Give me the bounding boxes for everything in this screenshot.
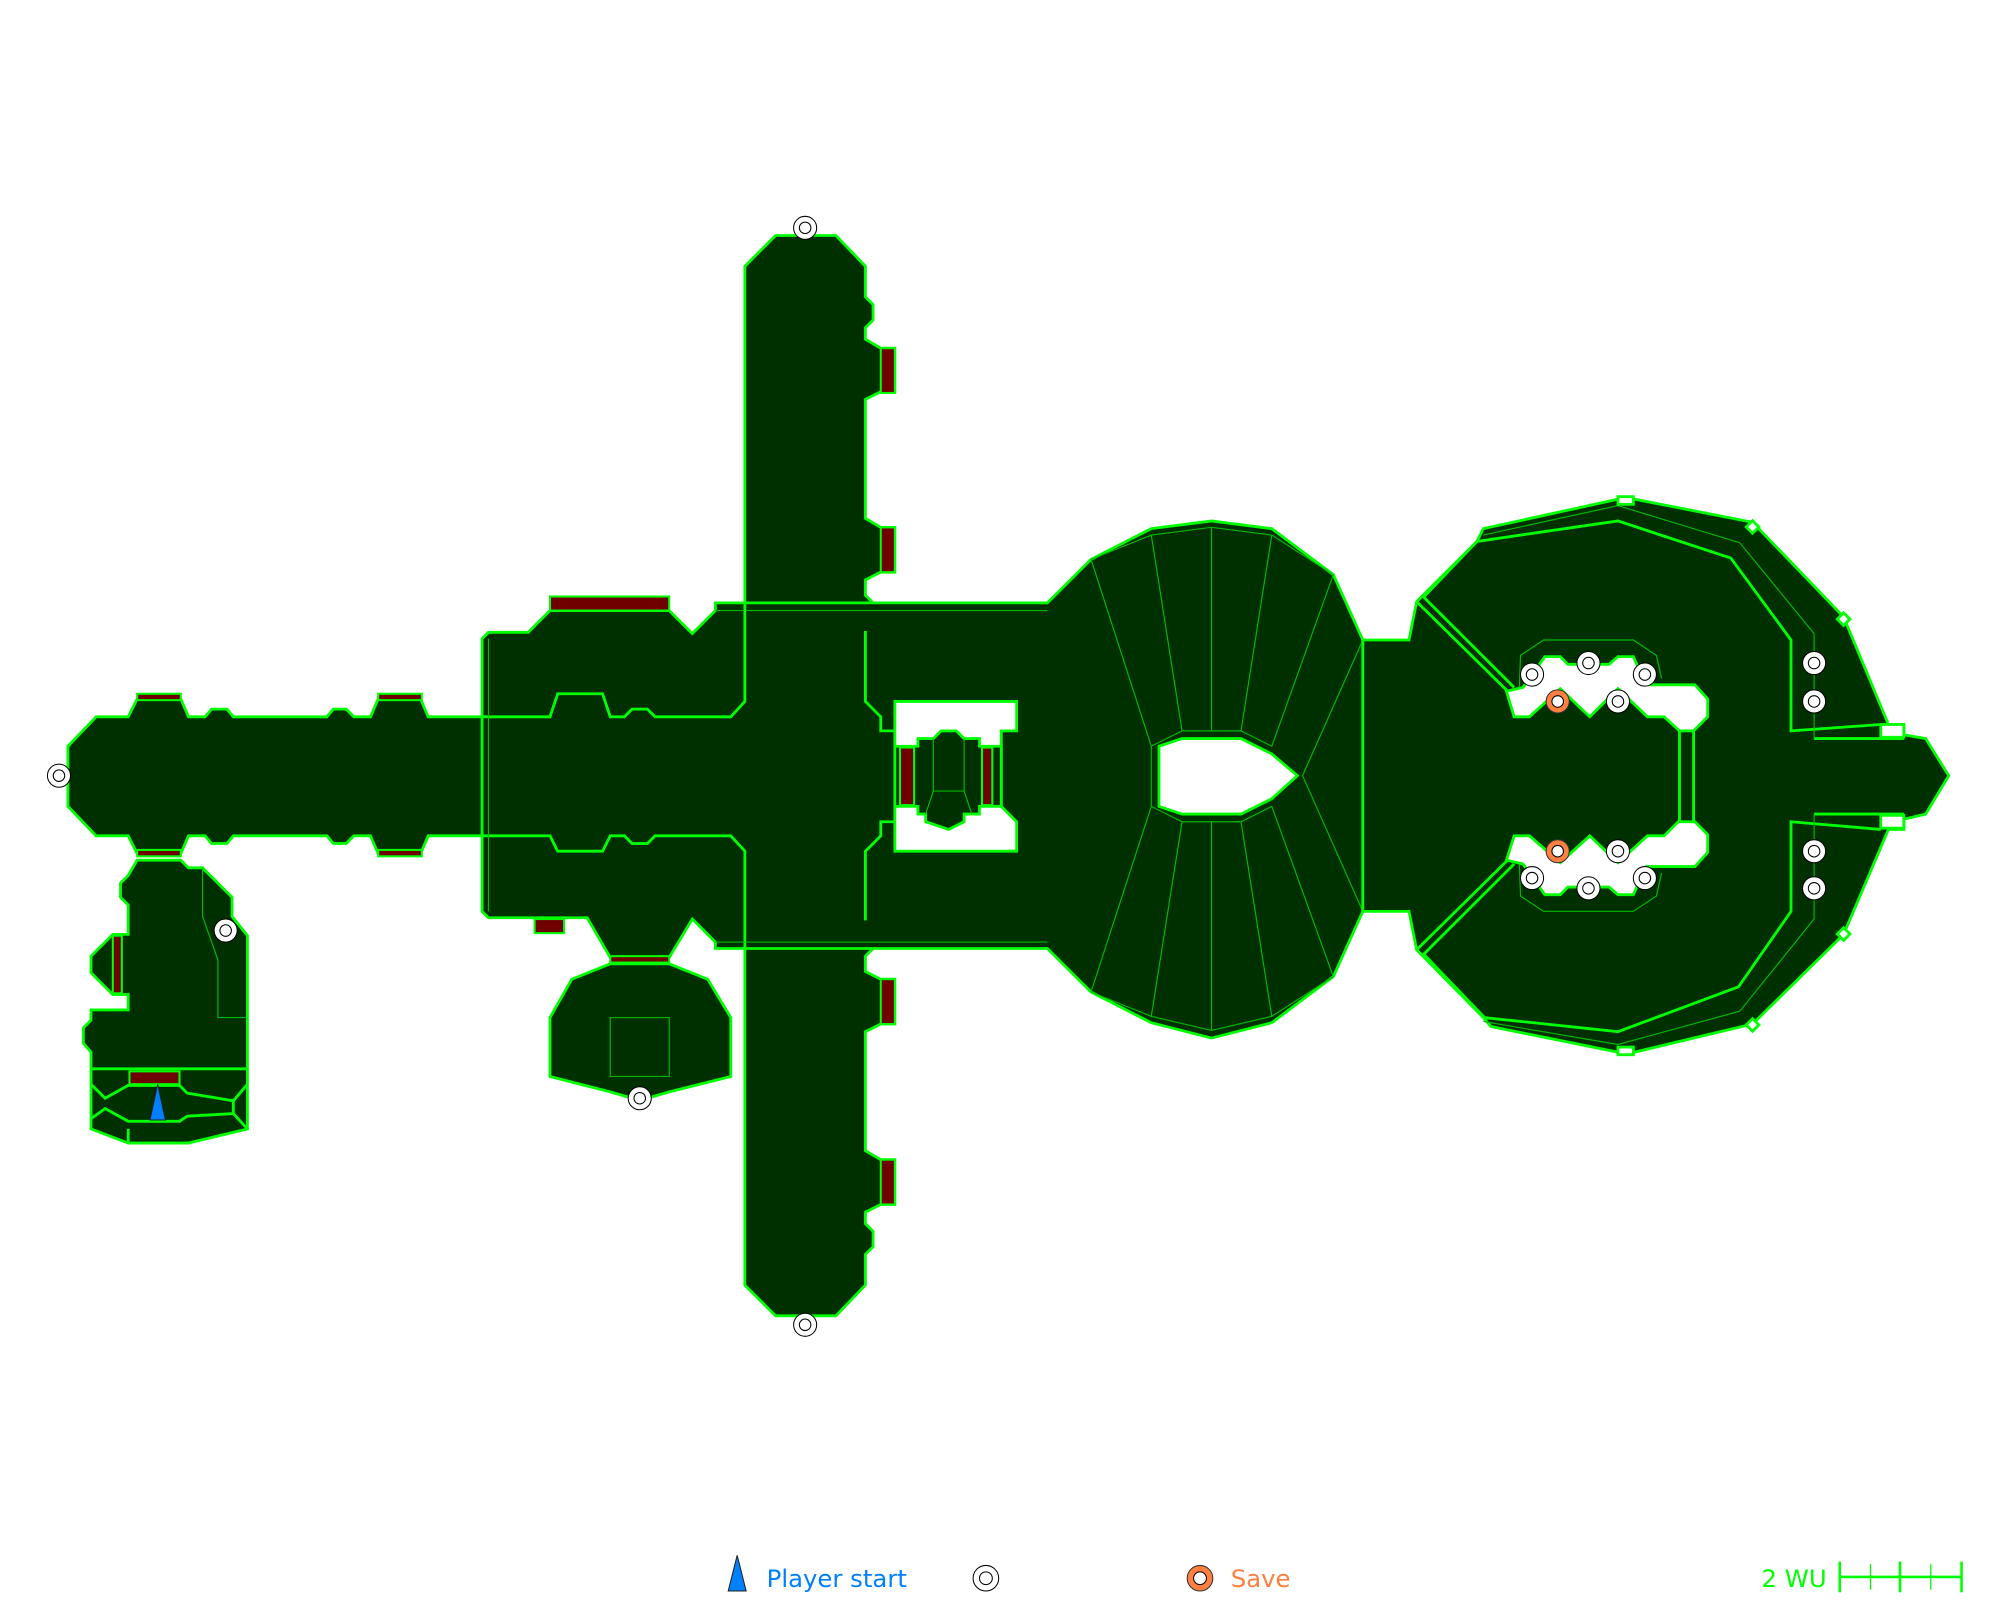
ring-icon[interactable] xyxy=(213,918,238,943)
east-south-pit xyxy=(1504,819,1710,897)
ring-icon[interactable] xyxy=(1802,651,1827,676)
southwest-room xyxy=(81,858,249,1145)
door[interactable] xyxy=(533,918,566,935)
scale-label: 2 WU xyxy=(1762,1564,1827,1593)
shrine-detail xyxy=(963,790,973,815)
ring-icon[interactable] xyxy=(793,1312,818,1337)
door[interactable] xyxy=(377,848,423,858)
save-point-icon[interactable] xyxy=(1545,689,1570,714)
legend-save: Save xyxy=(1231,1564,1291,1593)
ring-legend-icon xyxy=(972,1564,1000,1592)
central-pit xyxy=(1157,737,1300,816)
ring-icon[interactable] xyxy=(1802,839,1827,864)
door[interactable] xyxy=(879,526,896,574)
hall-inner-wall xyxy=(482,834,747,949)
save-markers xyxy=(1545,689,1570,864)
save-legend-icon xyxy=(1186,1564,1214,1592)
east-inner-wall xyxy=(1422,519,1881,733)
east-bridge xyxy=(1678,729,1696,824)
door[interactable] xyxy=(377,692,423,702)
door[interactable] xyxy=(879,978,896,1026)
south-room xyxy=(548,962,733,1100)
hall-inner-wall xyxy=(482,602,747,719)
doors xyxy=(111,347,994,1206)
shrine-detail xyxy=(925,790,934,815)
south-room-platform xyxy=(609,1017,670,1078)
east-inner-wall xyxy=(1422,820,1881,1034)
hall-inner-wall xyxy=(863,820,895,921)
ring-icon[interactable] xyxy=(793,215,818,240)
east-north-pit xyxy=(1504,655,1710,733)
east-wall-notches xyxy=(1616,495,1906,1057)
legend-player-start: Player start xyxy=(767,1564,907,1593)
center-shrine xyxy=(893,729,1003,831)
ring-icon[interactable] xyxy=(627,1086,652,1111)
legend: Player start Save 2 WU xyxy=(727,1555,1963,1593)
door[interactable] xyxy=(136,848,182,858)
ring-icon[interactable] xyxy=(1632,866,1657,891)
west-corridor xyxy=(66,697,489,856)
ring-icon[interactable] xyxy=(1576,876,1601,901)
east-ramp xyxy=(1422,595,1516,689)
door[interactable] xyxy=(879,1158,896,1206)
sw-room-detail xyxy=(201,867,248,1019)
door[interactable] xyxy=(548,595,671,612)
player-start-icon xyxy=(149,1084,167,1121)
ring-icon[interactable] xyxy=(1802,689,1827,714)
ring-icon[interactable] xyxy=(1520,662,1545,687)
door[interactable] xyxy=(136,692,182,702)
east-ramp xyxy=(1422,863,1516,956)
door[interactable] xyxy=(879,347,896,394)
dome-fan-lines xyxy=(1090,526,1364,1031)
player-start-legend-icon xyxy=(727,1555,747,1592)
door[interactable] xyxy=(609,955,671,964)
ring-icon[interactable] xyxy=(1576,651,1601,676)
ring-icon[interactable] xyxy=(1605,689,1630,714)
ring-icon[interactable] xyxy=(46,763,72,788)
ring-icon[interactable] xyxy=(1520,866,1545,891)
scale-bar xyxy=(1838,1561,1963,1593)
door[interactable] xyxy=(128,1070,181,1086)
east-trim xyxy=(1518,639,1663,692)
ring-icon[interactable] xyxy=(1632,662,1657,687)
east-ramp xyxy=(1415,859,1509,951)
ring-icon[interactable] xyxy=(1802,876,1827,901)
shrine-detail xyxy=(932,738,965,792)
save-point-icon[interactable] xyxy=(1545,839,1570,864)
east-trim xyxy=(1518,860,1663,912)
door[interactable] xyxy=(981,746,994,807)
pickup-markers xyxy=(46,215,1827,1337)
east-ramp xyxy=(1415,600,1509,693)
hall-inner-wall xyxy=(863,631,895,733)
ring-icon[interactable] xyxy=(1605,839,1630,864)
door[interactable] xyxy=(898,746,916,807)
door[interactable] xyxy=(111,934,123,995)
east-chamber xyxy=(1361,497,1951,1054)
